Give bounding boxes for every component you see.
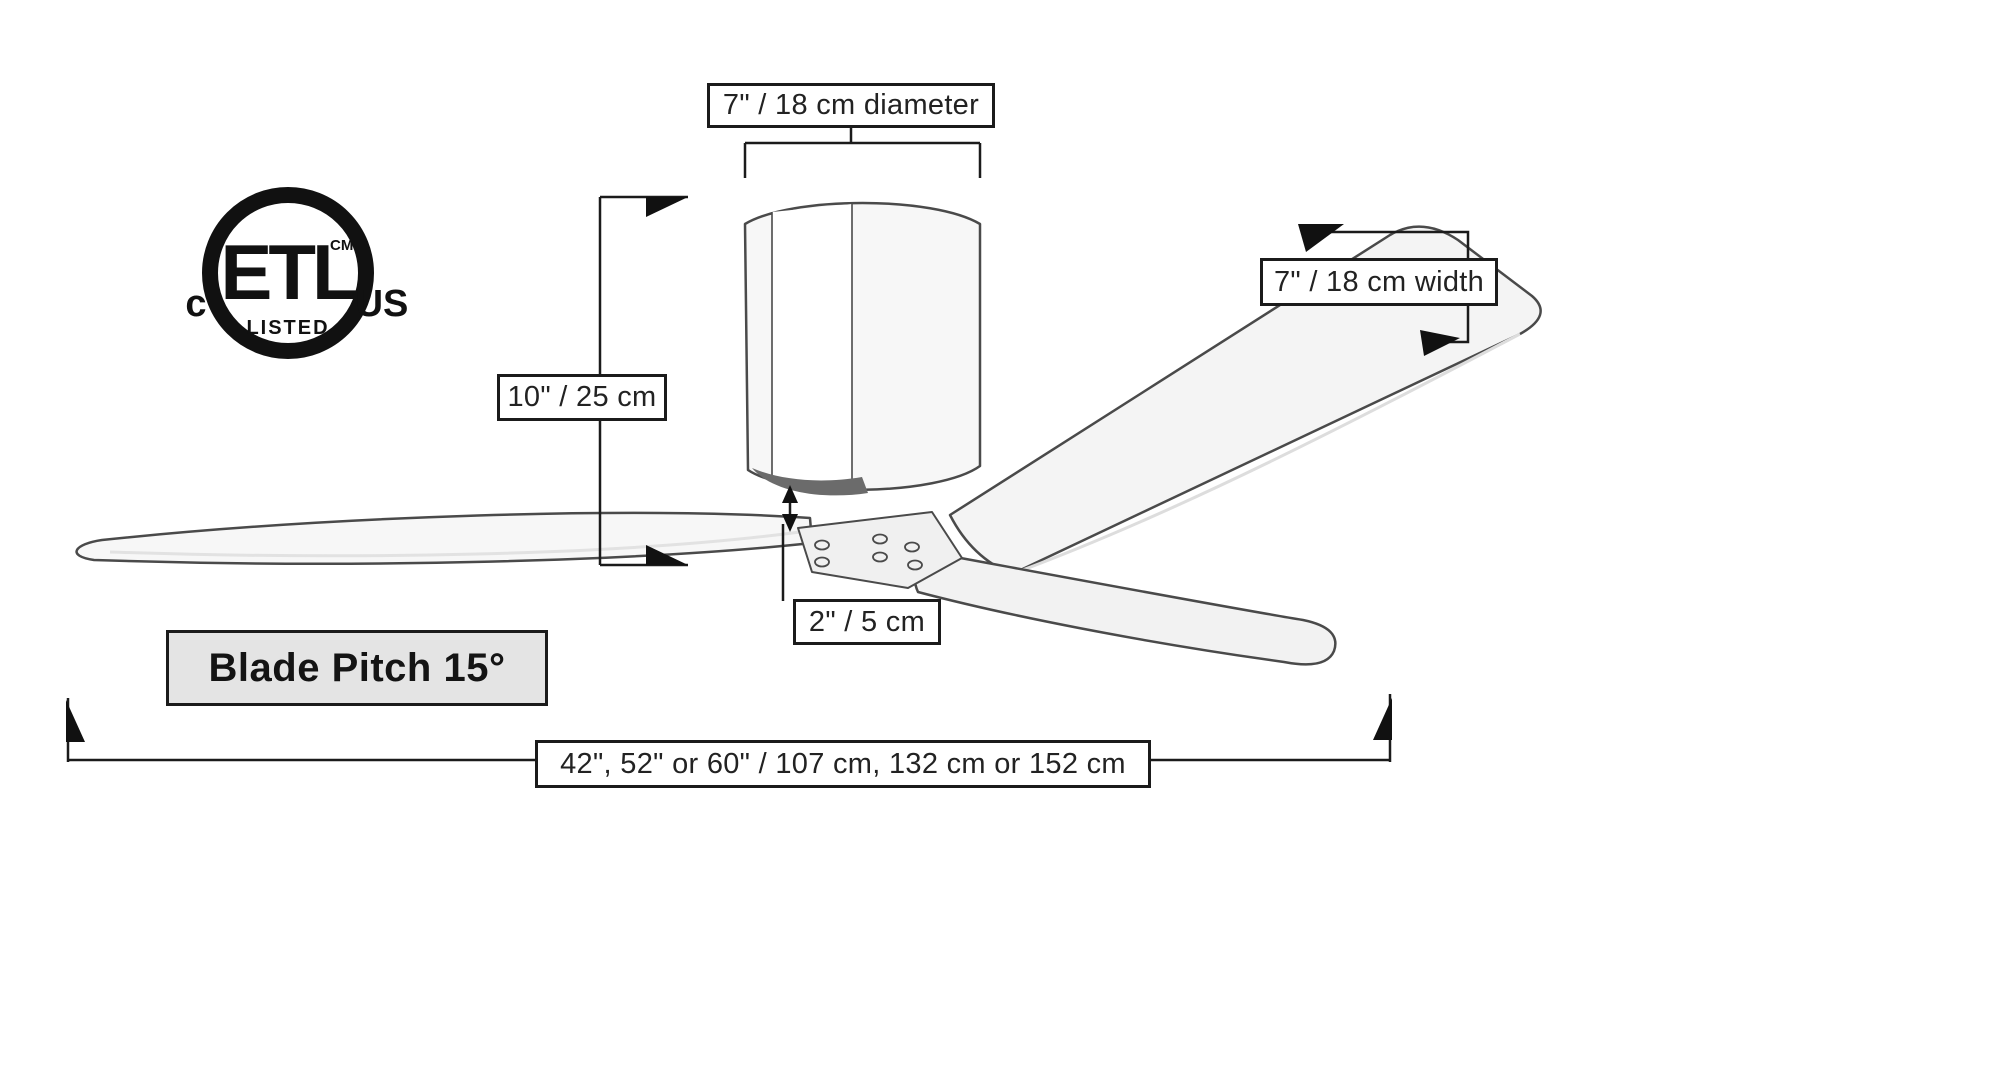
height-arrow-top: [646, 197, 688, 217]
span-arrow-left: [66, 700, 85, 742]
label-blade-width: 7" / 18 cm width: [1260, 258, 1498, 306]
height-arrow-bottom: [646, 545, 688, 565]
fan-blade-lower-right: [913, 550, 1337, 666]
dimension-arrowheads: [66, 197, 1460, 742]
etl-logo-cm-mark: CM: [330, 237, 353, 254]
fan-motor-housing: [743, 201, 982, 496]
label-hub-gap: 2" / 5 cm: [793, 599, 941, 645]
etl-logo-c-mark: c: [185, 283, 206, 325]
etl-listed-logo: ETL CM LISTED c US: [185, 187, 409, 359]
label-canopy-diameter: 7" / 18 cm diameter: [707, 83, 995, 128]
etl-logo-letters: ETL: [220, 228, 358, 316]
hub-gap-arrow-down: [782, 514, 798, 532]
label-blade-pitch: Blade Pitch 15°: [166, 630, 548, 706]
housing-highlight: [772, 204, 852, 489]
label-span: 42", 52" or 60" / 107 cm, 132 cm or 152 …: [535, 740, 1151, 788]
blade-width-arrow-top: [1298, 224, 1344, 252]
housing-underside-shadow: [752, 468, 868, 496]
fan-blade-upper-right: [948, 225, 1542, 576]
hub-gap-arrow-up: [782, 485, 798, 503]
fan-blade-left: [75, 511, 814, 565]
etl-logo-listed-text: LISTED: [246, 317, 329, 339]
blade-width-arrow-bottom: [1420, 330, 1460, 356]
etl-logo-us-mark: US: [356, 283, 409, 325]
span-arrow-right: [1373, 698, 1392, 740]
etl-logo-ring: [202, 187, 374, 359]
fan-hub-plate: [797, 511, 963, 589]
label-height: 10" / 25 cm: [497, 374, 667, 421]
